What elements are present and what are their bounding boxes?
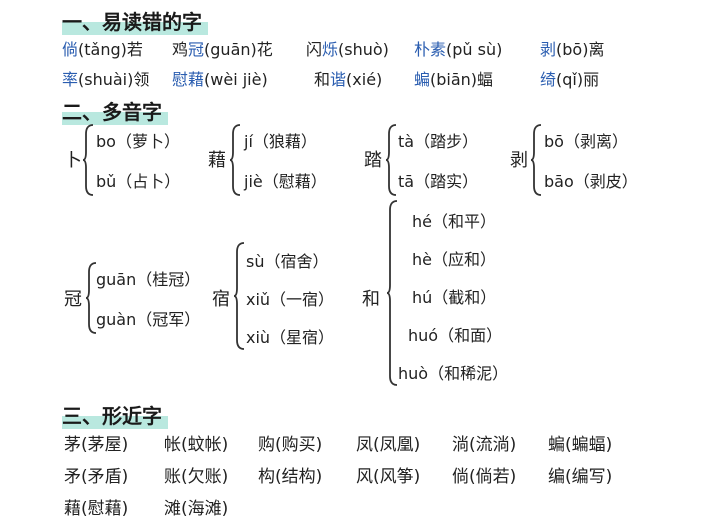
polyphone-char: 卜: [64, 150, 82, 171]
similar-item: 凤(凤凰): [356, 435, 421, 455]
section-title-polyphones: 二、多音字: [62, 96, 168, 125]
reading: jí（狼藉）: [244, 132, 317, 151]
brace-icon: [385, 124, 397, 196]
similar-item: 构(结构): [258, 467, 323, 487]
similar-item: 藉(慰藉): [64, 499, 129, 519]
section-title-hard-to-read: 一、易读错的字: [62, 6, 208, 35]
reading: sù（宿舍）: [246, 252, 329, 271]
reading: tà（踏步）: [398, 132, 479, 151]
reading: xiù（星宿）: [246, 328, 335, 347]
brace-icon: [233, 242, 245, 350]
similar-item: 矛(矛盾): [64, 467, 129, 487]
reading: hú（截和）: [412, 288, 497, 307]
similar-item: 帐(蚊帐): [164, 435, 229, 455]
reading: hè（应和）: [412, 250, 496, 269]
polyphone-char: 踏: [364, 150, 382, 171]
word-item: 和谐(xié): [314, 70, 383, 89]
section-title-similar: 三、形近字: [62, 400, 168, 429]
word-item: 剥(bō)离: [540, 40, 605, 59]
reading: tā（踏实）: [398, 172, 479, 191]
word-item: 绮(qǐ)丽: [540, 70, 600, 89]
word-item: 慰藉(wèi jiè): [172, 70, 268, 89]
brace-icon: [85, 262, 97, 334]
similar-item: 购(购买): [258, 435, 323, 455]
reading: guàn（冠军）: [96, 310, 201, 329]
polyphone-char: 宿: [212, 289, 230, 310]
brace-icon: [229, 124, 241, 196]
similar-item: 风(风筝): [356, 467, 421, 487]
brace-icon: [386, 200, 398, 386]
reading: xiǔ（一宿）: [246, 290, 335, 309]
reading: jiè（慰藉）: [244, 172, 327, 191]
word-item: 蝙(biān)蝠: [414, 70, 494, 89]
word-item: 闪烁(shuò): [306, 40, 389, 59]
reading: bo（萝卜）: [96, 132, 180, 151]
polyphone-char: 剥: [510, 150, 528, 171]
brace-icon: [530, 124, 542, 196]
similar-item: 淌(流淌): [452, 435, 517, 455]
reading: guān（桂冠）: [96, 270, 201, 289]
word-item: 率(shuài)领: [62, 70, 150, 89]
similar-item: 倘(倘若): [452, 467, 517, 487]
polyphone-char: 冠: [64, 289, 82, 310]
similar-item: 茅(茅屋): [64, 435, 129, 455]
brace-icon: [82, 124, 94, 196]
reading: huó（和面）: [408, 326, 503, 345]
word-item: 朴素(pǔ sù): [414, 40, 503, 59]
polyphone-char: 和: [362, 289, 380, 310]
similar-item: 蝙(蝙蝠): [548, 435, 613, 455]
reading: bāo（剥皮）: [544, 172, 638, 191]
reading: huò（和稀泥）: [398, 364, 509, 383]
word-item: 鸡冠(guān)花: [172, 40, 273, 59]
reading: hé（和平）: [412, 212, 496, 231]
polyphone-char: 藉: [208, 150, 226, 171]
reading: bō（剥离）: [544, 132, 628, 151]
similar-item: 滩(海滩): [164, 499, 229, 519]
similar-item: 账(欠账): [164, 467, 229, 487]
similar-item: 编(编写): [548, 467, 613, 487]
word-item: 倘(tǎng)若: [62, 40, 143, 59]
reading: bǔ（占卜）: [96, 172, 181, 191]
